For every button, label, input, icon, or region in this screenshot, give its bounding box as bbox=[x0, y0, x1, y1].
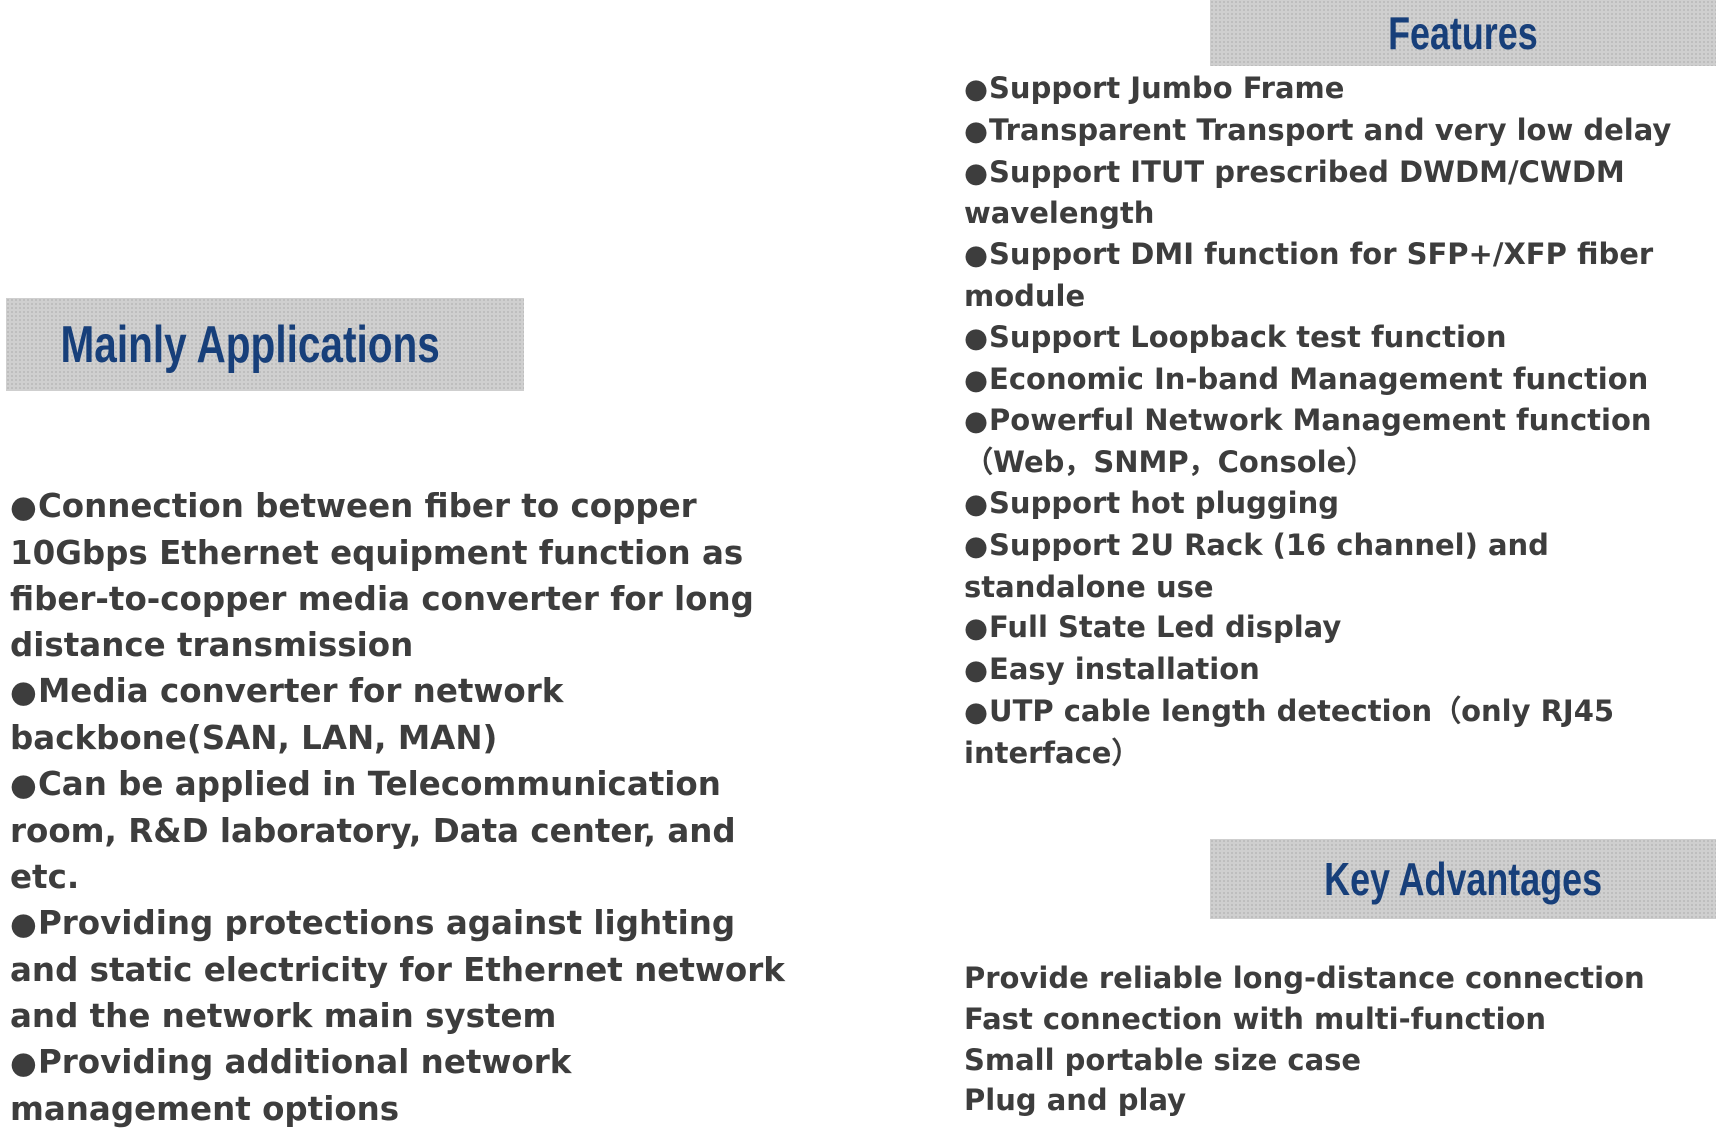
list-item: ●Support Loopback test function bbox=[964, 317, 1714, 359]
feature-text: Transparent Transport and very low delay bbox=[989, 112, 1672, 147]
bullet-icon: ● bbox=[10, 1045, 37, 1081]
list-item: ●Connection between fiber to copper 10Gb… bbox=[10, 483, 790, 668]
list-item: ●Transparent Transport and very low dela… bbox=[964, 110, 1714, 152]
bullet-icon: ● bbox=[964, 405, 989, 438]
bullet-icon: ● bbox=[964, 612, 989, 645]
bullet-icon: ● bbox=[964, 487, 989, 520]
application-text: Providing additional network management … bbox=[10, 1043, 572, 1128]
list-item: ●Support hot plugging bbox=[964, 483, 1714, 525]
bullet-icon: ● bbox=[964, 363, 989, 396]
list-item: ●Providing protections against lighting … bbox=[10, 900, 790, 1039]
feature-text: Support 2U Rack (16 channel) and standal… bbox=[964, 527, 1549, 604]
bullet-icon: ● bbox=[10, 489, 37, 525]
list-item: ●Easy installation bbox=[964, 649, 1714, 691]
bullet-icon: ● bbox=[964, 239, 989, 272]
bullet-icon: ● bbox=[964, 73, 989, 105]
bullet-icon: ● bbox=[10, 674, 37, 710]
bullet-icon: ● bbox=[964, 654, 989, 687]
list-item: ●Support Jumbo Frame bbox=[964, 68, 1714, 110]
feature-text: Powerful Network Management function（Web… bbox=[964, 403, 1652, 480]
list-item: ●Can be applied in Telecommunication roo… bbox=[10, 761, 790, 900]
feature-text: Support DMI function for SFP+/XFP fiber … bbox=[964, 237, 1654, 313]
bullet-icon: ● bbox=[964, 529, 989, 562]
applications-heading-banner: Mainly Applications bbox=[6, 298, 524, 391]
list-item: ●Full State Led display bbox=[964, 607, 1714, 649]
list-item: Fast connection with multi-function bbox=[964, 1001, 1547, 1036]
feature-text: UTP cable length detection（only RJ45 int… bbox=[964, 693, 1615, 770]
list-item: ●Support DMI function for SFP+/XFP fiber… bbox=[964, 234, 1714, 317]
list-item: Small portable size case bbox=[964, 1042, 1362, 1077]
list-item: ●Providing additional network management… bbox=[10, 1039, 790, 1132]
advantages-list: Provide reliable long-distance connectio… bbox=[964, 958, 1714, 1121]
feature-text: Support Jumbo Frame bbox=[989, 71, 1345, 105]
applications-heading: Mainly Applications bbox=[60, 315, 440, 374]
bullet-icon: ● bbox=[964, 114, 989, 147]
list-item: ●UTP cable length detection（only RJ45 in… bbox=[964, 691, 1714, 774]
list-item: ●Support 2U Rack (16 channel) and standa… bbox=[964, 525, 1714, 608]
bullet-icon: ● bbox=[964, 321, 989, 354]
applications-list: ●Connection between fiber to copper 10Gb… bbox=[10, 483, 790, 1132]
bullet-icon: ● bbox=[10, 906, 37, 942]
feature-text: Support hot plugging bbox=[989, 485, 1340, 520]
features-heading: Features bbox=[1388, 7, 1538, 59]
application-text: Media converter for network backbone(SAN… bbox=[10, 672, 564, 757]
features-list: ●Support Jumbo Frame ●Transparent Transp… bbox=[964, 68, 1714, 774]
bullet-icon: ● bbox=[964, 695, 989, 728]
advantages-heading: Key Advantages bbox=[1324, 853, 1602, 905]
feature-text: Easy installation bbox=[989, 652, 1260, 687]
list-item: Provide reliable long-distance connectio… bbox=[964, 961, 1645, 995]
application-text: Can be applied in Telecommunication room… bbox=[10, 765, 736, 896]
list-item: ●Powerful Network Management function（We… bbox=[964, 400, 1714, 483]
application-text: Connection between fiber to copper 10Gbp… bbox=[10, 487, 754, 664]
list-item: Plug and play bbox=[964, 1083, 1187, 1118]
list-item: ●Media converter for network backbone(SA… bbox=[10, 668, 790, 761]
bullet-icon: ● bbox=[964, 156, 989, 189]
advantages-heading-banner: Key Advantages bbox=[1210, 839, 1716, 919]
application-text: Providing protections against lighting a… bbox=[10, 904, 785, 1035]
bullet-icon: ● bbox=[10, 767, 37, 803]
feature-text: Support Loopback test function bbox=[989, 319, 1507, 354]
list-item: ●Support ITUT prescribed DWDM/CWDM wavel… bbox=[964, 152, 1714, 235]
feature-text: Economic In-band Management function bbox=[989, 361, 1649, 396]
list-item: ●Economic In-band Management function bbox=[964, 359, 1714, 401]
features-heading-banner: Features bbox=[1210, 0, 1716, 66]
feature-text: Support ITUT prescribed DWDM/CWDM wavele… bbox=[964, 154, 1625, 231]
feature-text: Full State Led display bbox=[989, 610, 1342, 645]
